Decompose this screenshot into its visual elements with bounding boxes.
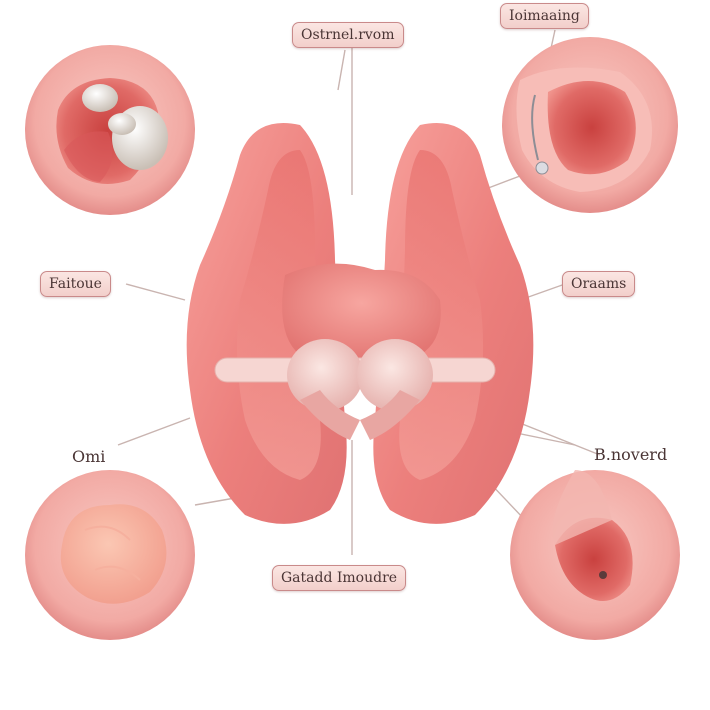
label-left-mid: Faitoue <box>40 271 111 297</box>
label-left-low: Omi <box>72 447 106 466</box>
detail-circle-bottom-left <box>25 470 195 640</box>
label-right-mid: Oraams <box>562 271 636 297</box>
detail-circle-bottom-right <box>510 470 680 640</box>
label-bottom-center: Gatadd Imoudre <box>272 565 407 591</box>
label-top-right: Ioimaaing <box>500 3 589 29</box>
detail-circle-top-right <box>502 37 678 213</box>
detail-circle-top-left <box>25 45 195 215</box>
central-organ <box>186 123 534 524</box>
stone-shape <box>82 84 118 112</box>
label-right-low: B.noverd <box>594 445 668 464</box>
label-top-center: Ostrnel.rvom <box>292 22 404 48</box>
